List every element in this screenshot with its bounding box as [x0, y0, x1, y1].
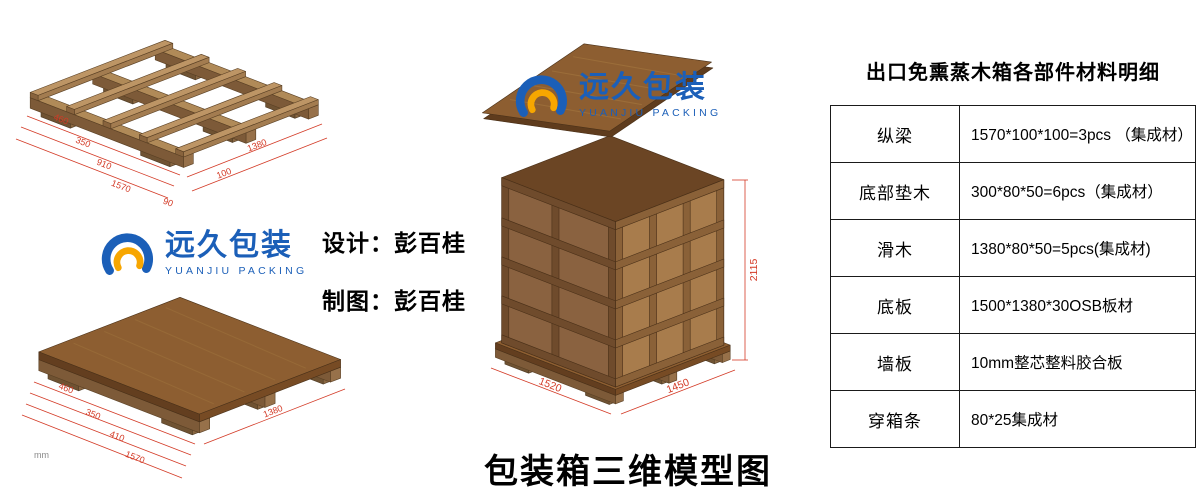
logo-swirl-icon: [101, 233, 153, 275]
dimension-label: 1570: [124, 449, 146, 466]
part-spec-cell: 1500*1380*30OSB板材: [959, 276, 1196, 334]
yuanjiu-logo-top: 远久包装 YUANJIU PACKING: [512, 72, 721, 130]
dimension-label: 100: [215, 166, 233, 181]
part-spec-cell: 10mm整芯整料胶合板: [959, 333, 1196, 391]
part-spec-cell: 1570*100*100=3pcs （集成材）: [959, 105, 1196, 163]
part-spec-cell: 300*80*50=6pcs（集成材）: [959, 162, 1196, 220]
table-row: 底板 1500*1380*30OSB板材: [830, 276, 1196, 334]
crate-geometry: [481, 43, 731, 405]
logo-texts: 远久包装 YUANJIU PACKING: [165, 230, 307, 277]
materials-table-title: 出口免熏蒸木箱各部件材料明细: [866, 62, 1160, 84]
part-name-cell: 滑木: [830, 219, 960, 277]
credit-design: 设计：彭百桂: [322, 230, 466, 256]
table-row: 滑木 1380*80*50=5pcs(集成材): [830, 219, 1196, 277]
unit-note: mm: [34, 450, 49, 460]
logo-name-cn: 远久包装: [579, 71, 707, 104]
dimension-label: 2115: [748, 259, 760, 282]
dimension-label: 350: [74, 135, 92, 150]
logo-swirl-icon: [515, 75, 567, 117]
materials-panel: 出口免熏蒸木箱各部件材料明细 纵梁 1570*100*100=3pcs （集成材…: [830, 56, 1196, 448]
crate-lid: [481, 43, 714, 138]
part-name-cell: 墙板: [830, 333, 960, 391]
pallet-deck-dimensions: 460 350 410 1570 1380: [21, 381, 346, 479]
page-title: 包装箱三维模型图: [484, 453, 772, 491]
part-name-cell: 底部垫木: [830, 162, 960, 220]
table-row: 穿箱条 80*25集成材: [830, 390, 1196, 448]
logo-name-en: YUANJIU PACKING: [165, 264, 308, 277]
logo-name-en: YUANJIU PACKING: [579, 106, 722, 119]
part-spec-cell: 1380*80*50=5pcs(集成材): [959, 219, 1196, 277]
pallet-deck-geometry: [38, 297, 341, 436]
pallet-frame-drawing: 460 350 910 1570 90 1380 100: [15, 39, 328, 209]
materials-table: 纵梁 1570*100*100=3pcs （集成材） 底部垫木 300*80*5…: [830, 105, 1196, 448]
logo-name-cn: 远久包装: [165, 229, 293, 262]
dimension-label: 910: [95, 157, 113, 172]
dimension-label: 90: [162, 196, 175, 209]
pallet-deck-drawing: 460 350 410 1570 1380: [21, 297, 346, 479]
part-name-cell: 穿箱条: [830, 390, 960, 448]
logo-texts: 远久包装 YUANJIU PACKING: [579, 72, 721, 119]
credit-draft: 制图：彭百桂: [322, 288, 466, 314]
table-row: 底部垫木 300*80*50=6pcs（集成材）: [830, 162, 1196, 220]
crate-drawing: 1520 1450 2115: [481, 43, 760, 415]
table-row: 纵梁 1570*100*100=3pcs （集成材）: [830, 105, 1196, 163]
yuanjiu-logo-left: 远久包装 YUANJIU PACKING: [98, 230, 307, 288]
pallet-frame-geometry: [29, 39, 319, 168]
part-name-cell: 纵梁: [830, 105, 960, 163]
credits-block: 设计：彭百桂 制图：彭百桂: [322, 224, 466, 340]
dimension-label: 1570: [110, 178, 132, 195]
part-spec-cell: 80*25集成材: [959, 390, 1196, 448]
table-row: 墙板 10mm整芯整料胶合板: [830, 333, 1196, 391]
part-name-cell: 底板: [830, 276, 960, 334]
